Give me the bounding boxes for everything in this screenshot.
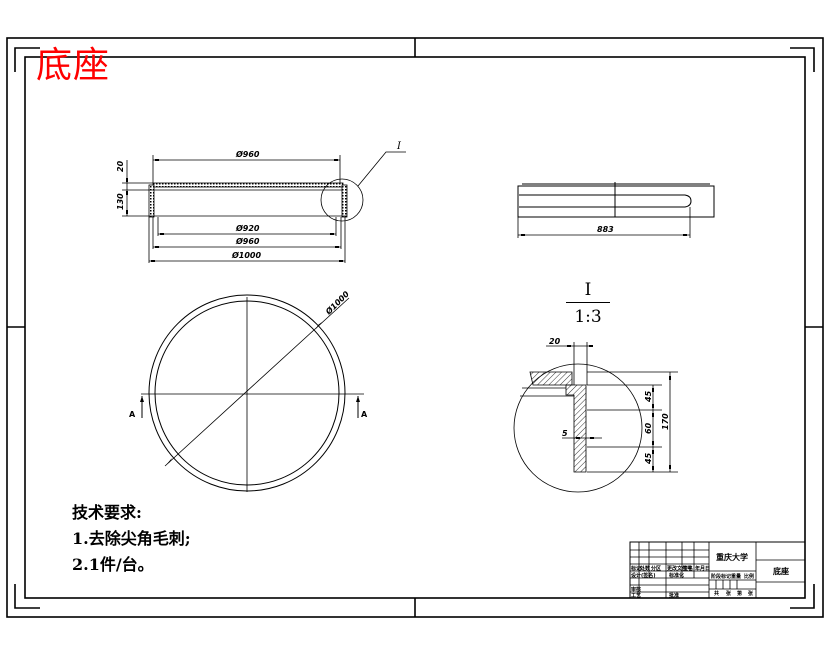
dim-detail-mid-segment: 60 bbox=[644, 422, 653, 434]
tb-row5-c1: 设计 bbox=[631, 573, 642, 579]
detail-view: 20 5 45 60 45 170 bbox=[513, 337, 678, 493]
tb-mid-header-3: 比例 bbox=[744, 574, 755, 580]
detail-circle bbox=[320, 178, 364, 222]
side-view: 883 bbox=[517, 182, 715, 238]
corner-mark-tr bbox=[790, 47, 815, 72]
dim-detail-wall: 5 bbox=[562, 429, 568, 438]
corner-mark-tl bbox=[14, 47, 40, 72]
drawing-title: 底座 bbox=[36, 45, 111, 86]
detail-label-divider bbox=[566, 302, 610, 303]
tb-row4-c5: 签名 bbox=[683, 566, 694, 572]
tb-mid-footer-2: 张 bbox=[726, 591, 732, 597]
detail-leader bbox=[357, 151, 406, 187]
corner-mark-br bbox=[790, 584, 815, 609]
dim-top-width: Ø960 bbox=[235, 149, 260, 159]
dim-plan-diameter: Ø1000 bbox=[323, 288, 352, 317]
detail-callout-label: I bbox=[396, 141, 402, 152]
tb-row5-c2: (签名) bbox=[641, 573, 656, 579]
tech-req-heading: 技术要求: bbox=[72, 503, 142, 522]
right-wall bbox=[341, 184, 348, 218]
title-block-part-name: 底座 bbox=[773, 567, 789, 576]
tb-row4-c2: 处数 bbox=[640, 566, 651, 572]
tech-req-item-1: 1.去除尖角毛刺; bbox=[72, 529, 191, 548]
tb-row7-c2: 批准 bbox=[669, 593, 680, 599]
tb-row6-c1: 审核 bbox=[631, 587, 642, 593]
plan-view: Ø1000 A A bbox=[129, 288, 368, 492]
top-plate bbox=[152, 182, 344, 188]
dim-detail-total-height: 170 bbox=[661, 413, 670, 430]
left-wall bbox=[148, 184, 155, 218]
dim-height: 130 bbox=[116, 193, 125, 210]
dim-detail-flange: 20 bbox=[549, 337, 561, 346]
dim-detail-bottom-segment: 45 bbox=[644, 452, 653, 465]
tb-mid-footer-3: 第 bbox=[737, 591, 743, 597]
tb-mid-header-1: 阶段标记 bbox=[711, 574, 732, 580]
dim-detail-top-segment: 45 bbox=[644, 390, 653, 403]
tb-mid-footer-4: 张 bbox=[748, 591, 754, 597]
tb-row4-c1: 标记 bbox=[631, 566, 642, 572]
detail-view-scale: 1:3 bbox=[574, 307, 602, 327]
detail-view-id: I bbox=[584, 280, 592, 300]
tb-row4-c3: 分区 bbox=[651, 566, 662, 572]
dim-side-length: 883 bbox=[597, 225, 614, 234]
tb-mid-header-2: 重量 bbox=[731, 574, 742, 580]
tb-mid-footer-1: 共 bbox=[714, 591, 720, 597]
tb-row4-c6: 年月日 bbox=[695, 566, 711, 572]
tb-row7-c1: 工艺 bbox=[631, 593, 642, 599]
tech-req-item-2: 2.1件/台。 bbox=[72, 555, 154, 574]
detail-view-label: I 1:3 bbox=[566, 280, 610, 327]
dim-flange-thickness: 20 bbox=[116, 160, 125, 172]
corner-mark-bl bbox=[14, 584, 40, 609]
tb-row4-c4: 更改文件号 bbox=[667, 566, 693, 572]
title-block bbox=[629, 541, 806, 599]
technical-requirements: 技术要求: 1.去除尖角毛刺; 2.1件/台。 bbox=[72, 500, 191, 578]
tb-row5-c3: 标准化 bbox=[669, 573, 685, 579]
title-block-org: 重庆大学 bbox=[716, 553, 748, 562]
dim-inner-width: Ø920 bbox=[235, 223, 260, 233]
dim-outer-width: Ø1000 bbox=[231, 250, 262, 260]
section-mark-left: A bbox=[129, 410, 136, 419]
front-view: Ø960 Ø920 Ø960 Ø1000 20 130 I bbox=[116, 141, 406, 263]
dim-mid-width: Ø960 bbox=[235, 236, 260, 246]
section-mark-right: A bbox=[361, 410, 368, 419]
